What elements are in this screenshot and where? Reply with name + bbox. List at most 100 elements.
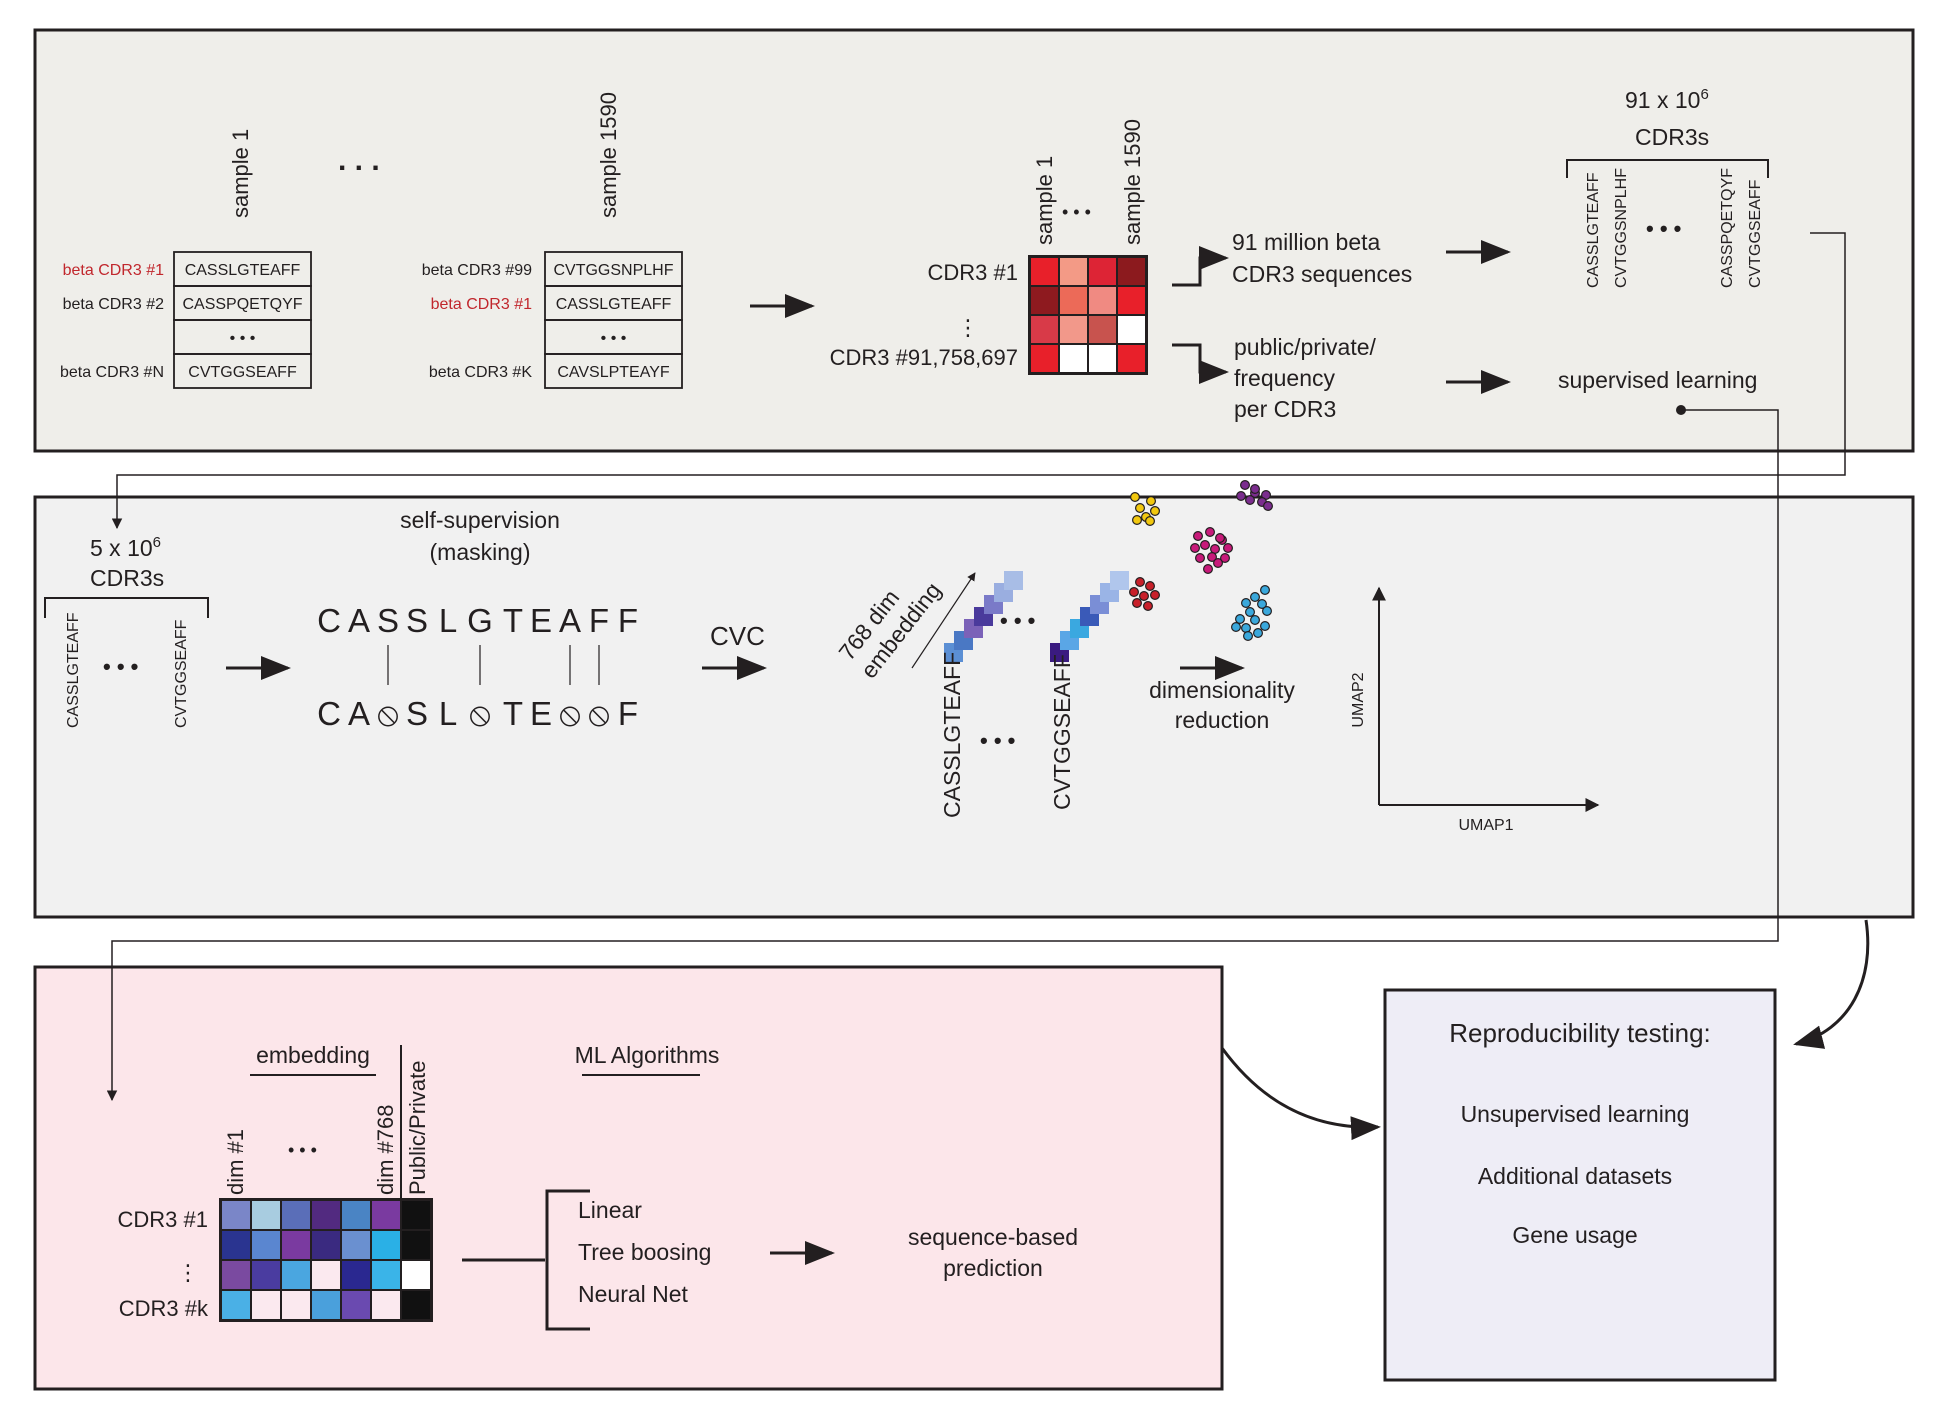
umap-point-cluster-0: [1129, 492, 1140, 503]
table2-label-0: beta CDR3 #99: [422, 262, 532, 279]
prediction-line1: sequence-based: [908, 1224, 1078, 1250]
matrix1-cell: [1118, 316, 1145, 343]
table2-cell-3: [544, 353, 683, 389]
orig-letter: F: [589, 602, 609, 639]
embedding-matrix-cell: [282, 1201, 310, 1229]
umap-point-cluster-2: [1199, 539, 1210, 550]
umap-point-cluster-4: [1249, 591, 1260, 602]
umap-point-cluster-4: [1242, 630, 1253, 641]
umap-point-cluster-3: [1149, 589, 1160, 600]
mask-icon: ⦸: [469, 695, 491, 732]
cdr3-bracket: [1566, 159, 1769, 178]
panel2-ellipsis: • • •: [103, 654, 138, 679]
dimred-line2: reduction: [1175, 707, 1270, 733]
umap-point-cluster-2: [1192, 530, 1203, 541]
panel2-count: 5 x 106: [90, 534, 161, 561]
panel2-seq-2: CVTGGSEAFF: [173, 619, 190, 728]
umap-point-cluster-1: [1239, 480, 1250, 491]
panel2-seq-1: CASSLGTEAFF: [65, 612, 82, 728]
orig-letter: F: [618, 602, 638, 639]
panel-self-supervision: [33, 495, 1915, 919]
orig-letter: G: [467, 602, 493, 639]
supervised-learning-label: supervised learning: [1558, 367, 1757, 393]
col-ellipsis: • • •: [288, 1140, 317, 1160]
cdr3-count-label: CDR3s: [1635, 124, 1709, 150]
embedding-vector-b: [1050, 571, 1129, 662]
reproducibility-title: Reproducibility testing:: [1449, 1018, 1711, 1048]
umap-point-cluster-3: [1142, 600, 1153, 611]
sample-1590-header: sample 1590: [596, 92, 621, 218]
connector-cdr3s-to-panel2: [111, 232, 1846, 530]
umap-x-label: UMAP1: [1458, 817, 1513, 834]
embedding-matrix-cell: [312, 1201, 340, 1229]
matrix1-cell: [1089, 287, 1116, 314]
matrix1-cell: [1031, 316, 1058, 343]
umap-point-cluster-3: [1131, 597, 1142, 608]
embedding-matrix-cell: [342, 1201, 370, 1229]
orig-letter: S: [377, 602, 399, 639]
occurrence-matrix: [1028, 255, 1148, 375]
table1-label-1: beta CDR3 #2: [63, 296, 164, 313]
bracket-seq-2: CVTGGSNPLHF: [1613, 168, 1630, 288]
umap-point-cluster-4: [1249, 614, 1260, 625]
cdr3-count-91m: 91 x 106: [1625, 86, 1709, 113]
embedding-matrix-cell: [222, 1231, 250, 1259]
panel4-content: Reproducibility testing: Unsupervised le…: [1449, 1018, 1711, 1248]
matrix-row-last: CDR3 #91,758,697: [830, 345, 1018, 370]
sample-1-header: sample 1: [228, 129, 253, 218]
prediction-line2: prediction: [943, 1255, 1043, 1281]
embedding-matrix-cell: [252, 1291, 280, 1319]
connector-panel2-to-reproducibility: [1793, 919, 1870, 1049]
table1-seq-2: • • •: [230, 330, 256, 347]
matrix-row-dots: ⋮: [957, 315, 979, 340]
umap-point-cluster-3: [1138, 590, 1149, 601]
embed-seq-1: CASSLGTEAFF: [939, 652, 965, 818]
matrix1-cell: [1060, 258, 1087, 285]
embedding-matrix-cell: [312, 1231, 340, 1259]
embedding-matrix-cell: [372, 1261, 400, 1289]
umap-point-cluster-4: [1256, 598, 1267, 609]
branch-bottom-line2: frequency: [1234, 365, 1336, 391]
bracket-seq-4: CVTGGSEAFF: [1747, 179, 1764, 288]
embedding-matrix-cell: [342, 1231, 370, 1259]
embedding-matrix-cell: [312, 1291, 340, 1319]
ml-algorithms-header: ML Algorithms: [575, 1042, 720, 1068]
table1-seq-1: CASSPQETQYF: [182, 296, 302, 313]
mask-icon: ⦸: [377, 695, 399, 732]
pubpriv-cell: [402, 1261, 430, 1289]
embedding-matrix-cell: [372, 1231, 400, 1259]
umap-point-cluster-2: [1194, 552, 1205, 563]
masking-label: (masking): [430, 539, 531, 565]
umap-point-cluster-1: [1249, 484, 1260, 495]
umap-point-cluster-2: [1202, 563, 1213, 574]
embedding-vector-a: [944, 571, 1023, 662]
algo-tree: Tree boosing: [578, 1239, 711, 1265]
umap-point-cluster-2: [1212, 557, 1223, 568]
embedding-matrix-cell: [342, 1261, 370, 1289]
matrix1-cell: [1089, 345, 1116, 372]
col-dim768: dim #768: [373, 1104, 398, 1195]
umap-point-cluster-0: [1134, 503, 1145, 514]
masked-letter: A: [348, 695, 370, 732]
matrix1-cell: [1118, 287, 1145, 314]
bracket-ellipsis: • • •: [1646, 216, 1681, 241]
masked-letter: L: [439, 695, 457, 732]
pubpriv-cell: [402, 1231, 430, 1259]
algo-neural: Neural Net: [578, 1281, 689, 1307]
embedding-matrix: [219, 1198, 433, 1322]
embedding-matrix-cell: [342, 1291, 370, 1319]
bracket-seq-1: CASSLGTEAFF: [1585, 172, 1602, 288]
dimred-line1: dimensionality: [1149, 677, 1295, 703]
embedding-cell: [1110, 571, 1129, 590]
umap-point-cluster-3: [1128, 586, 1139, 597]
table2-label-3: beta CDR3 #K: [429, 364, 532, 381]
matrix1-cell: [1118, 258, 1145, 285]
umap-point-cluster-2: [1204, 526, 1215, 537]
embedding-header: embedding: [256, 1042, 370, 1068]
umap-point-cluster-0: [1144, 515, 1155, 526]
orig-letter: A: [348, 602, 370, 639]
orig-letter: C: [317, 602, 341, 639]
matrix1-cell: [1031, 287, 1058, 314]
